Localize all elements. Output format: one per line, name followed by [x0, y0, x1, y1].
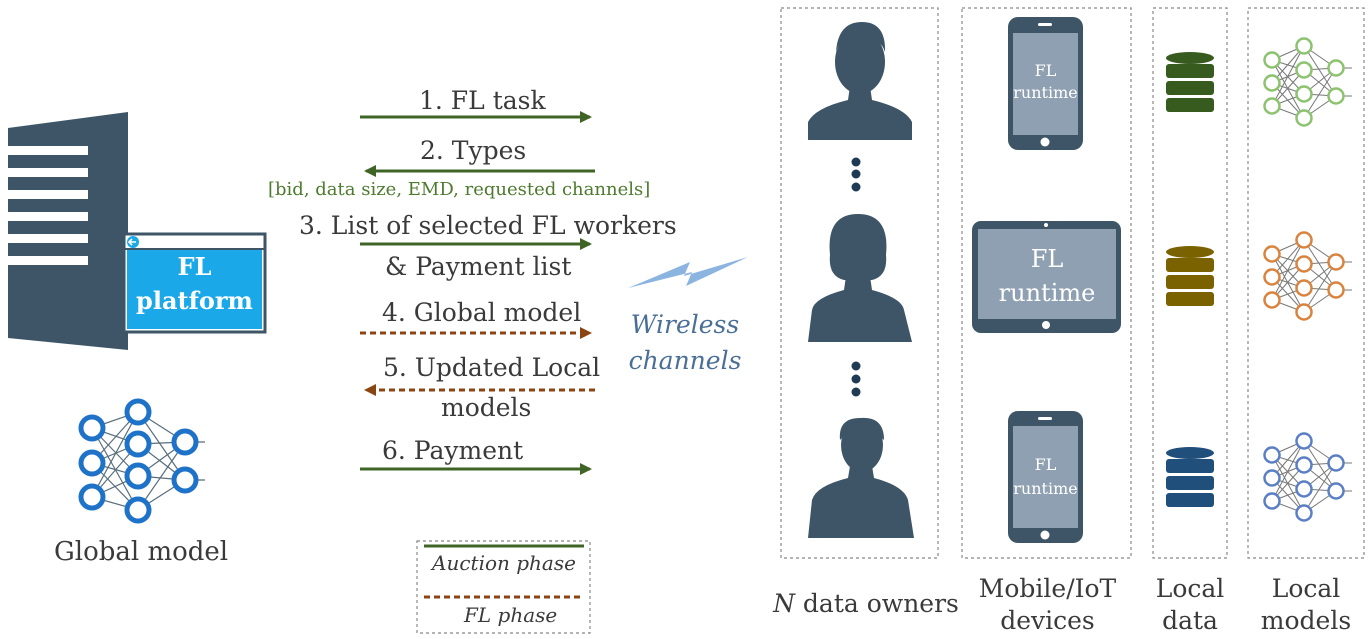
neuron-node: [1295, 279, 1313, 297]
tablet-line1: FL: [1030, 245, 1064, 273]
models-line2: models: [1260, 606, 1352, 635]
neuron-node: [1263, 291, 1281, 309]
msg-payment: 6. Payment: [382, 436, 524, 465]
neuron-node: [1295, 85, 1313, 103]
neuron-node: [1295, 255, 1313, 273]
fl-platform-window: [122, 232, 267, 334]
neuron-node: [1263, 51, 1281, 69]
wireless-line2: channels: [628, 346, 742, 375]
database-icon-blue: [1166, 447, 1214, 507]
devices-column-box: [961, 7, 1132, 559]
neuron-node: [1263, 97, 1281, 115]
global-model-label: Global model: [54, 537, 229, 567]
msg-global-model: 4. Global model: [382, 298, 582, 327]
phone-bottom-runtime-label: FL runtime: [1013, 453, 1078, 501]
msg-updated-local: 5. Updated Local: [383, 353, 601, 382]
neuron-node: [1327, 281, 1345, 299]
msg-types-detail: [bid, data size, EMD, requested channels…: [268, 179, 651, 200]
neuron-node: [1263, 74, 1281, 92]
msg-selected-workers: 3. List of selected FL workers: [299, 211, 677, 240]
data-column-label: Local data: [1145, 573, 1235, 637]
ellipsis-dots-top: [851, 157, 861, 192]
models-column-box: [1247, 7, 1365, 559]
neuron-node: [1327, 87, 1345, 105]
neuron-node: [1263, 245, 1281, 263]
neuron-node: [1295, 432, 1313, 450]
global-model-icon: [78, 398, 205, 524]
devices-column-label: Mobile/IoT devices: [960, 573, 1135, 637]
phone-top-line1: FL: [1034, 61, 1057, 80]
database-icon-green: [1166, 52, 1214, 112]
neuron-node: [1263, 446, 1281, 464]
server-icon: [8, 112, 128, 350]
wireless-bolt-icon: [628, 257, 748, 288]
database-icon-olive: [1166, 246, 1214, 306]
neuron-node: [1295, 231, 1313, 249]
local-model-icon-green: [1263, 37, 1352, 127]
legend-auction-phase: Auction phase: [432, 551, 576, 575]
ellipsis-dots-bottom: [851, 361, 861, 397]
owners-n-symbol: N: [773, 589, 795, 618]
devices-line2: devices: [1000, 606, 1095, 635]
tablet-runtime-label: FL runtime: [978, 242, 1116, 310]
tablet-line2: runtime: [998, 279, 1096, 307]
fl-platform-label: FL platform: [127, 250, 262, 318]
phone-bottom-line1: FL: [1034, 455, 1057, 474]
neuron-node: [1295, 303, 1313, 321]
neuron-node: [1295, 504, 1313, 522]
neuron-node: [1327, 253, 1345, 271]
local-model-icon-blue: [1263, 432, 1352, 522]
neuron-node: [1327, 59, 1345, 77]
owners-column-label: N data owners: [772, 588, 960, 620]
person-icon-third: [808, 417, 914, 538]
neuron-node: [1295, 456, 1313, 474]
owners-rest-text: data owners: [794, 589, 959, 618]
wireless-line1: Wireless: [630, 310, 740, 339]
wireless-channels-label: Wireless channels: [620, 307, 750, 379]
legend-box: [416, 540, 591, 634]
neuron-node: [1263, 268, 1281, 286]
msg-fl-task: 1. FL task: [419, 86, 546, 115]
phone-bottom-line2: runtime: [1013, 479, 1078, 498]
tablet-icon: [972, 221, 1121, 333]
phone-icon-bottom: [1008, 411, 1083, 543]
data-line2: data: [1162, 606, 1218, 635]
data-line1: Local: [1155, 574, 1225, 603]
person-icon-female: [808, 214, 912, 342]
devices-line1: Mobile/IoT: [978, 574, 1117, 603]
person-icon-male: [808, 22, 912, 140]
neuron-node: [1263, 492, 1281, 510]
neuron-node: [1263, 469, 1281, 487]
phone-top-runtime-label: FL runtime: [1013, 60, 1078, 104]
legend-fl-phase: FL phase: [464, 603, 558, 627]
msg-types: 2. Types: [420, 136, 527, 165]
neuron-node: [1295, 37, 1313, 55]
neuron-node: [1327, 482, 1345, 500]
models-column-label: Local models: [1250, 573, 1362, 637]
neuron-node: [1327, 454, 1345, 472]
neuron-node: [1295, 480, 1313, 498]
models-line1: Local: [1271, 574, 1341, 603]
data-column-box: [1152, 7, 1228, 559]
msg-models: models: [441, 393, 532, 422]
msg-payment-list: & Payment list: [385, 252, 572, 281]
neuron-node: [1295, 61, 1313, 79]
local-model-icon-orange: [1263, 231, 1352, 321]
phone-icon-top: [1008, 17, 1083, 150]
platform-label-line1: FL: [177, 252, 212, 281]
phone-top-line2: runtime: [1013, 83, 1078, 102]
owners-column-box: [780, 7, 939, 559]
platform-label-line2: platform: [136, 286, 253, 315]
neuron-node: [1295, 109, 1313, 127]
